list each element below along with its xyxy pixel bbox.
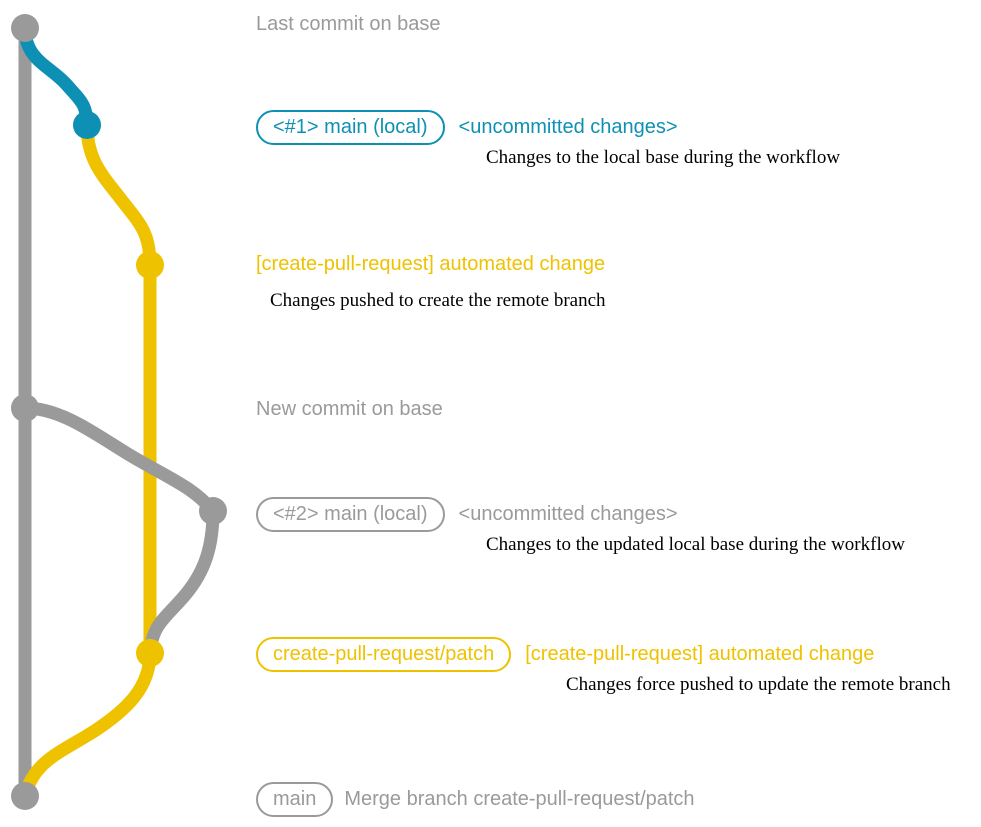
commit-headline: [create-pull-request] automated change [256, 253, 606, 275]
branch-badge-main[interactable]: main [256, 782, 334, 817]
commit-node-local-2 [199, 497, 227, 525]
branch-badge-create-pull-request-patch[interactable]: create-pull-request/patch [256, 637, 512, 672]
commit-headline: Merge branch create-pull-request/patch [344, 788, 695, 810]
branch-line-patch-upper [80, 118, 157, 660]
commit-headline: Last commit on base [256, 13, 441, 35]
commit-description-automated-2: Changes force pushed to update the remot… [566, 674, 951, 695]
commit-node-group [11, 14, 227, 810]
branch-line-local-2-out [18, 401, 220, 518]
row-new-commit-on-base: New commit on base [256, 399, 443, 419]
commit-node-local-1 [73, 111, 101, 139]
commit-headline: [create-pull-request] automated change [525, 643, 875, 665]
row-local-commit-1: <#1> main (local) <uncommitted changes> [256, 110, 678, 145]
branch-badge-main-local-1[interactable]: <#1> main (local) [256, 110, 445, 145]
branch-line-local-2-in [143, 504, 220, 660]
commit-node-base-new [11, 394, 39, 422]
commit-headline: <uncommitted changes> [458, 503, 678, 525]
row-local-commit-2: <#2> main (local) <uncommitted changes> [256, 497, 678, 532]
row-automated-change-2: create-pull-request/patch [create-pull-r… [256, 637, 874, 672]
commit-headline: <uncommitted changes> [458, 116, 678, 138]
commit-description-local-2: Changes to the updated local base during… [486, 534, 905, 555]
branch-line-patch-merge [18, 646, 157, 803]
commit-description-automated-1: Changes pushed to create the remote bran… [270, 290, 606, 311]
commit-headline: New commit on base [256, 398, 443, 420]
branch-line-local-1 [18, 21, 94, 132]
branch-badge-main-local-2[interactable]: <#2> main (local) [256, 497, 445, 532]
row-merge-commit: main Merge branch create-pull-request/pa… [256, 782, 695, 817]
commit-node-base-top [11, 14, 39, 42]
commit-description-local-1: Changes to the local base during the wor… [486, 147, 841, 168]
commit-node-patch-1 [136, 251, 164, 279]
row-automated-change-1: [create-pull-request] automated change [256, 254, 605, 274]
commit-node-patch-2 [136, 639, 164, 667]
row-last-commit-on-base: Last commit on base [256, 14, 441, 34]
commit-node-base-merge [11, 782, 39, 810]
